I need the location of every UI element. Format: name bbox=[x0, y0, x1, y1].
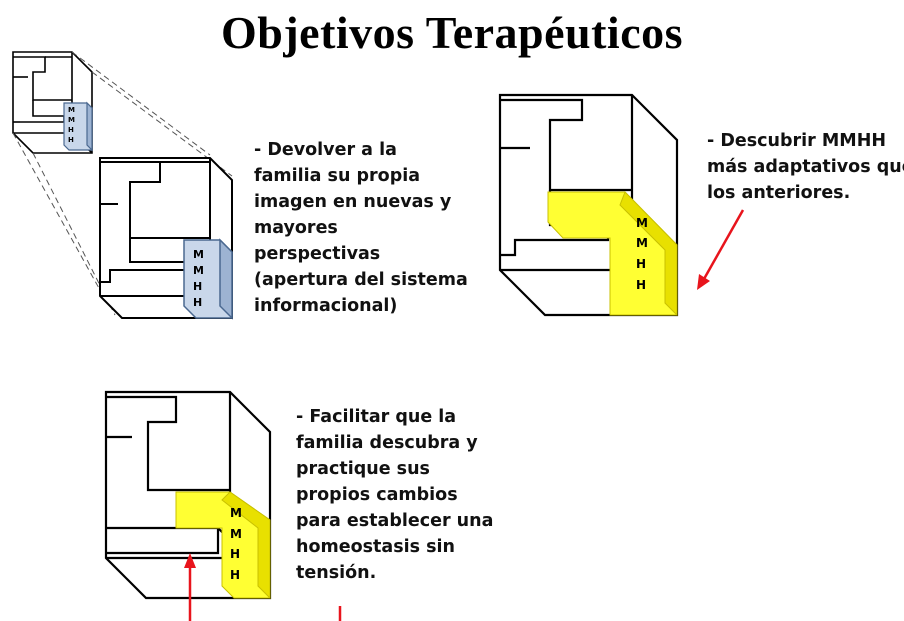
small-block-label: M M H H bbox=[68, 106, 75, 144]
small-label-h2: H bbox=[68, 136, 74, 144]
objective-2-line: los anteriores. bbox=[707, 183, 851, 203]
objective-1-line: mayores bbox=[254, 218, 338, 238]
homeostasis-block-label: M M H H bbox=[230, 506, 242, 582]
small-label-m1: M bbox=[68, 106, 75, 114]
homeostasis-label-m1: M bbox=[230, 506, 242, 520]
adaptive-yellow-block bbox=[547, 191, 678, 317]
small-structure-diagram bbox=[12, 51, 93, 154]
enlarged-label-m2: M bbox=[193, 264, 204, 277]
objective-2-text: - Descubrir MMHH más adaptativos que los… bbox=[707, 128, 904, 206]
objective-3-line: practique sus bbox=[296, 459, 430, 479]
enlarged-label-h1: H bbox=[193, 280, 202, 293]
objective-2-line: más adaptativos que bbox=[707, 157, 904, 177]
objective-3-line: - Facilitar que la bbox=[296, 407, 457, 427]
objective-1-line: familia su propia bbox=[254, 166, 421, 186]
homeostasis-label-m2: M bbox=[230, 527, 242, 541]
adaptive-label-m2: M bbox=[636, 236, 648, 250]
homeostasis-label-h2: H bbox=[230, 568, 240, 582]
objective-1-line: - Devolver a la bbox=[254, 140, 397, 160]
adaptive-arrow bbox=[697, 209, 745, 290]
objective-3-line: familia descubra y bbox=[296, 433, 478, 453]
enlarged-block-label: M M H H bbox=[193, 248, 204, 309]
homeostasis-arrow bbox=[184, 553, 196, 621]
objective-1-line: perspectivas bbox=[254, 244, 381, 264]
enlarged-blue-block bbox=[183, 238, 233, 320]
adaptive-label-h2: H bbox=[636, 278, 646, 292]
adaptive-label-m1: M bbox=[636, 216, 648, 230]
objective-1-line: informacional) bbox=[254, 296, 398, 316]
adaptive-label-h1: H bbox=[636, 257, 646, 271]
small-label-h1: H bbox=[68, 126, 74, 134]
objective-3-line: para establecer una bbox=[296, 511, 494, 531]
objective-1-line: (apertura del sistema bbox=[254, 270, 468, 290]
objective-3-text: - Facilitar que la familia descubra y pr… bbox=[296, 404, 493, 586]
homeostasis-label-h1: H bbox=[230, 547, 240, 561]
objective-2-line: - Descubrir MMHH bbox=[707, 131, 886, 151]
slide-title: Objetivos Terapéuticos bbox=[220, 7, 684, 58]
small-label-m2: M bbox=[68, 116, 75, 124]
small-blue-block bbox=[63, 101, 93, 152]
objective-1-line: imagen en nuevas y bbox=[254, 192, 452, 212]
objective-3-line: homeostasis sin bbox=[296, 537, 455, 557]
enlarged-label-h2: H bbox=[193, 296, 202, 309]
enlarged-label-m1: M bbox=[193, 248, 204, 261]
objective-3-line: propios cambios bbox=[296, 485, 458, 505]
adaptive-block-label: M M H H bbox=[636, 216, 648, 292]
objective-3-line: tensión. bbox=[296, 563, 377, 583]
homeostasis-yellow-block bbox=[175, 491, 271, 600]
objective-1-text: - Devolver a la familia su propia imagen… bbox=[254, 137, 468, 319]
